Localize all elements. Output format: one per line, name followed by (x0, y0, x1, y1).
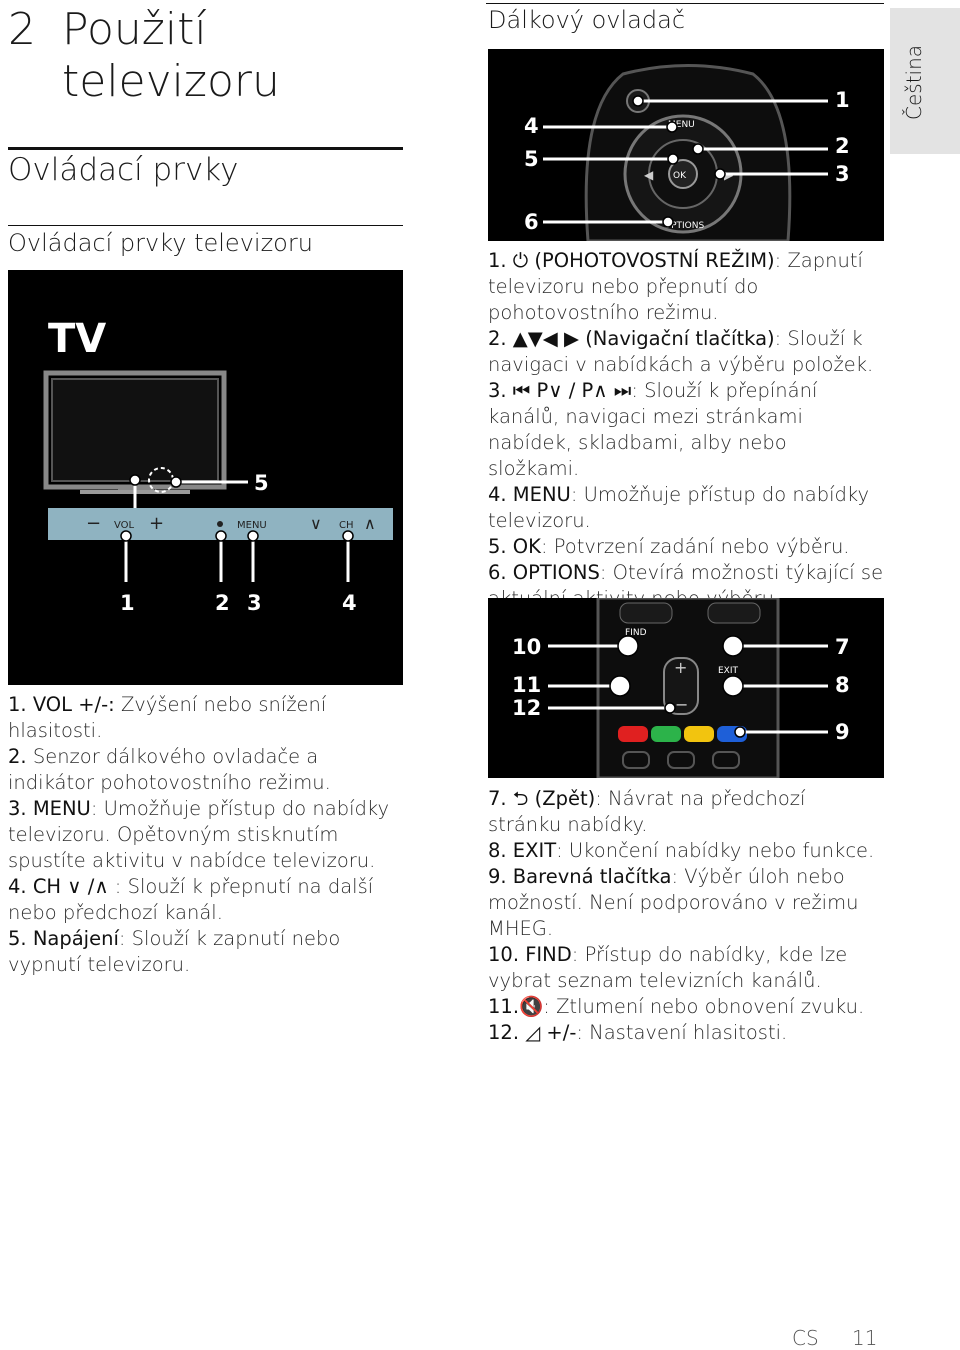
list-item: 8. EXIT: Ukončení nabídky nebo funkce. (488, 839, 875, 862)
remote-figure-top: OK MENU OPTIONS ▶ ◀ 1 2 3 4 5 6 (488, 49, 884, 241)
menu-label: MENU (668, 120, 695, 130)
find-label: FIND (625, 628, 647, 638)
callout-6: 6 (524, 210, 539, 234)
chevron-up-icon: ∧ (364, 514, 376, 533)
remote-list-a: 1. ⏻ (POHOTOVOSTNÍ REŽIM): Zapnutí telev… (488, 248, 884, 612)
list-item: 4. CH ∨ /∧ : Slouží k přepnutí na další … (8, 875, 374, 924)
ok-label: OK (673, 171, 687, 181)
chapter-title: Použití televizoru (62, 4, 280, 107)
green-button (651, 726, 681, 742)
list-item: 2. ▲▼◀ ▶ (Navigační tlačítka): Slouží k … (488, 327, 874, 376)
section-rule (8, 225, 403, 226)
callout-5: 5 (524, 147, 539, 171)
ch-label: CH (339, 520, 354, 531)
section-title: Ovládací prvky (8, 152, 239, 188)
callout-4: 4 (342, 591, 357, 615)
callout-3: 3 (835, 162, 850, 186)
page-number: 11 (852, 1326, 878, 1350)
list-item: 9. Barevná tlačítka: Výběr úloh nebo mož… (488, 865, 859, 940)
volume-rocker (663, 657, 699, 715)
volume-down-icon: − (675, 695, 688, 714)
list-item: 5. Napájení: Slouží k zapnutí nebo vypnu… (8, 927, 341, 976)
remote-top-rule (486, 3, 884, 4)
remote-list-b: 7. ⮌ (Zpět): Návrat na předchozí stránku… (488, 786, 884, 1046)
red-button (618, 726, 648, 742)
callout-9: 9 (835, 720, 850, 744)
list-item: 5. OK: Potvrzení zadání nebo výběru. (488, 535, 850, 558)
list-item: 3. MENU: Umožňuje přístup do nabídky tel… (8, 797, 390, 872)
list-item: 3. ⏮ P∨ / P∧ ⏭: Slouží k přepínání kanál… (488, 379, 818, 480)
power-indicator-icon (217, 521, 223, 527)
callout-3: 3 (247, 591, 262, 615)
callout-11: 11 (512, 673, 541, 697)
tv-label: TV (48, 316, 106, 362)
vol-label: VOL (114, 520, 135, 531)
list-item: 1. VOL +/-: Zvýšení nebo snížení hlasito… (8, 693, 327, 742)
list-item: 4. MENU: Umožňuje přístup do nabídky tel… (488, 483, 870, 532)
callout-10: 10 (512, 635, 541, 659)
callout-2: 2 (215, 591, 230, 615)
callout-5: 5 (254, 471, 269, 495)
list-item: 2. Senzor dálkového ovladače a indikátor… (8, 745, 331, 794)
language-tab: Čeština (890, 8, 960, 154)
exit-label: EXIT (718, 666, 739, 676)
plus-icon: + (149, 513, 164, 534)
remote-section-title: Dálkový ovladač (488, 6, 686, 34)
callout-8: 8 (835, 673, 850, 697)
options-label: OPTIONS (664, 221, 704, 231)
callout-12: 12 (512, 696, 541, 720)
language-tab-label: Čeština (902, 44, 926, 120)
list-item: 7. ⮌ (Zpět): Návrat na předchozí stránku… (488, 787, 806, 836)
yellow-button (684, 726, 714, 742)
footer-language: CS (792, 1326, 819, 1350)
callout-4: 4 (524, 114, 539, 138)
minus-icon: − (86, 513, 101, 534)
chapter-rule (8, 147, 403, 150)
callout-2: 2 (835, 134, 850, 158)
tv-controls-list: 1. VOL +/-: Zvýšení nebo snížení hlasito… (8, 692, 406, 978)
list-item: 12. ◿ +/-: Nastavení hlasitosti. (488, 1021, 788, 1044)
chevron-down-icon: ∨ (310, 514, 322, 533)
remote-figure-bottom: FIND EXIT + − 7 8 9 10 11 12 (488, 598, 884, 778)
ok-button (668, 159, 698, 189)
callout-1: 1 (120, 591, 135, 615)
callout-1: 1 (835, 88, 850, 112)
tv-controls-figure: TV − VOL + MENU ∨ CH ∧ 1 2 3 4 5 (8, 270, 403, 685)
chapter-number: 2 (8, 4, 36, 55)
previous-icon: ◀ (644, 168, 654, 182)
menu-label: MENU (237, 520, 267, 531)
subsection-title: Ovládací prvky televizoru (8, 229, 313, 257)
volume-up-icon: + (674, 658, 687, 677)
callout-7: 7 (835, 635, 850, 659)
list-item: 10. FIND: Přístup do nabídky, kde lze vy… (488, 943, 848, 992)
list-item: 1. ⏻ (POHOTOVOSTNÍ REŽIM): Zapnutí telev… (488, 249, 863, 324)
list-item: 11.🔇: Ztlumení nebo obnovení zvuku. (488, 995, 865, 1018)
